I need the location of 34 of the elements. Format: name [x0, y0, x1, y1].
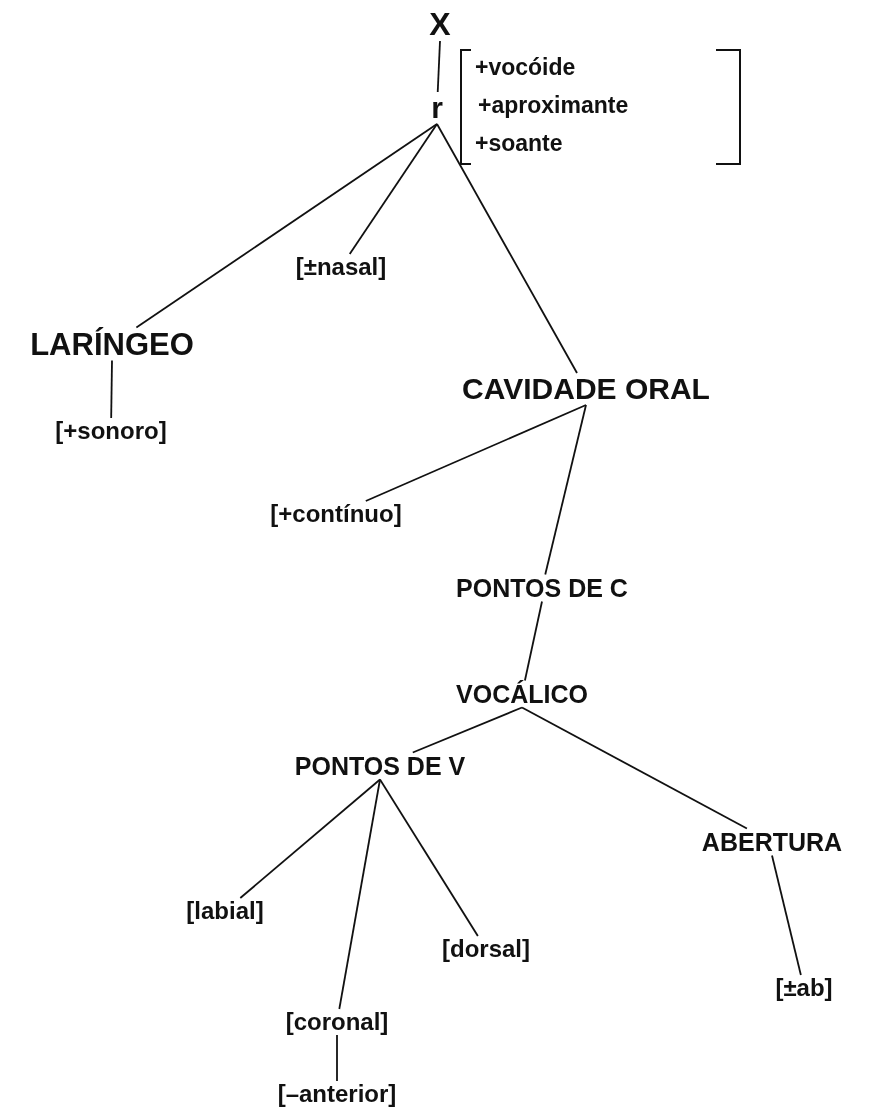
feature-text: +aproximante — [478, 94, 629, 117]
feature-text: +soante — [475, 132, 563, 155]
feature-label: [+contínuo] — [268, 501, 404, 527]
node-label: LARÍNGEO — [28, 327, 196, 361]
tree-branch — [336, 1034, 338, 1082]
feature-label: [±ab] — [773, 975, 835, 1001]
feature-label: [dorsal] — [440, 936, 532, 962]
tree-branch — [544, 404, 587, 576]
node-label: CAVIDADE ORAL — [460, 373, 712, 405]
feature-label: [labial] — [184, 898, 266, 924]
tree-branch — [348, 123, 438, 255]
node-label: X — [427, 7, 453, 41]
tree-branch — [521, 706, 748, 830]
node-label: r — [429, 92, 445, 124]
feature-text: +vocóide — [475, 56, 576, 79]
feature-label: [+sonoro] — [53, 418, 169, 444]
tree-branch — [436, 123, 578, 374]
feature-label: [±nasal] — [293, 254, 389, 280]
tree-branch — [110, 359, 113, 419]
tree-branch — [239, 778, 381, 899]
tree-branch — [436, 40, 441, 93]
feature-label: VOCÁLICO — [454, 680, 590, 708]
feature-label: PONTOS DE V — [292, 752, 468, 780]
feature-label: ABERTURA — [699, 828, 845, 856]
tree-branch — [524, 600, 543, 682]
tree-branch — [771, 854, 802, 976]
feature-label: [–anterior] — [275, 1081, 399, 1107]
feature-label: [coronal] — [283, 1009, 391, 1035]
tree-branch — [338, 778, 381, 1010]
tree-branch — [135, 123, 438, 329]
tree-branch — [364, 404, 587, 502]
tree-branch — [379, 778, 479, 937]
feature-label: PONTOS DE C — [454, 574, 630, 602]
tree-branch — [411, 706, 523, 754]
